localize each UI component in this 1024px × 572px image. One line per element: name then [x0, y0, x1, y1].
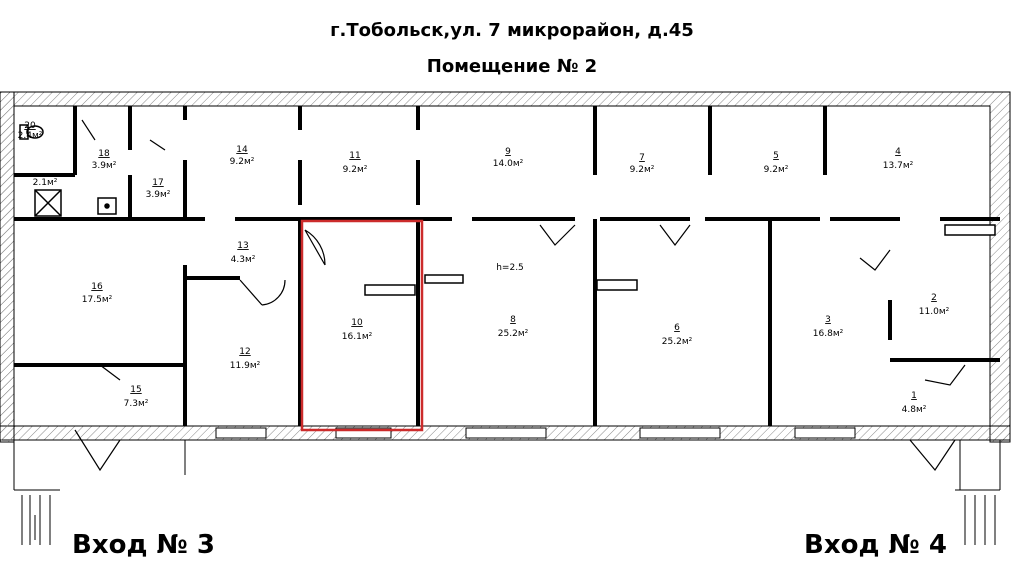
room-area: 25.2м²	[498, 329, 529, 339]
room-area: 2.1м²	[33, 178, 58, 188]
room-number: 9	[505, 147, 511, 157]
sink-icon	[97, 197, 117, 215]
interior-walls	[14, 106, 1000, 426]
stairs-left	[14, 489, 60, 545]
room-number: 7	[639, 153, 645, 163]
room-number: 14	[236, 145, 248, 155]
stairs-right	[955, 489, 1000, 545]
premises-title: Помещение № 2	[426, 56, 598, 77]
room-area: 3.9м²	[146, 190, 171, 200]
room-number: 15	[130, 385, 141, 395]
room-number: 1	[911, 391, 917, 401]
room-number: 18	[98, 149, 110, 159]
room-area: 4.3м²	[231, 255, 256, 265]
room-area: 14.0м²	[493, 159, 524, 169]
windows	[215, 427, 856, 439]
room-number: 5	[773, 151, 779, 161]
ceiling-height: h=2.5	[496, 263, 524, 273]
room-number: 13	[237, 241, 248, 251]
room-area: 2.4м²	[18, 131, 43, 141]
room-area: 9.2м²	[343, 165, 368, 175]
room-number: 8	[510, 315, 516, 325]
room-area: 16.8м²	[813, 329, 844, 339]
entrance-left-label: Вход № 3	[72, 530, 215, 560]
room-number: 3	[825, 315, 831, 325]
room-area: 3.9м²	[92, 161, 117, 171]
highlight-room-10	[300, 219, 424, 432]
doors	[74, 119, 966, 472]
room-area: 17.5м²	[82, 295, 113, 305]
room-number: 12	[239, 347, 250, 357]
room-area: 11.9м²	[230, 361, 261, 371]
room-area: 4.8м²	[902, 405, 927, 415]
room-area: 9.2м²	[630, 165, 655, 175]
room-area: 9.2м²	[764, 165, 789, 175]
room-number: 2	[931, 293, 937, 303]
room-area: 13.7м²	[883, 161, 914, 171]
room-number: 11	[349, 151, 360, 161]
room-area: 11.0м²	[919, 307, 950, 317]
room-number: 10	[351, 318, 363, 328]
room-area: 7.3м²	[124, 399, 149, 409]
ducts	[364, 224, 996, 296]
room-area: 16.1м²	[342, 332, 373, 342]
room-number: 17	[152, 178, 163, 188]
room-area: 25.2м²	[662, 337, 693, 347]
room-labels: 20 2.4м² 2.1м² 18 3.9м² 17 3.9м² 14 9.2м…	[18, 121, 950, 415]
room-number: 20	[24, 121, 36, 131]
toilet-icon	[19, 124, 44, 140]
room-area: 9.2м²	[230, 157, 255, 167]
address-title: г.Тобольск,ул. 7 микрорайон, д.45	[330, 20, 694, 41]
entrance-right-label: Вход № 4	[804, 530, 947, 560]
room-number: 4	[895, 147, 901, 157]
room-number: 6	[674, 323, 680, 333]
shower-icon	[34, 189, 62, 217]
room-number: 16	[91, 282, 103, 292]
